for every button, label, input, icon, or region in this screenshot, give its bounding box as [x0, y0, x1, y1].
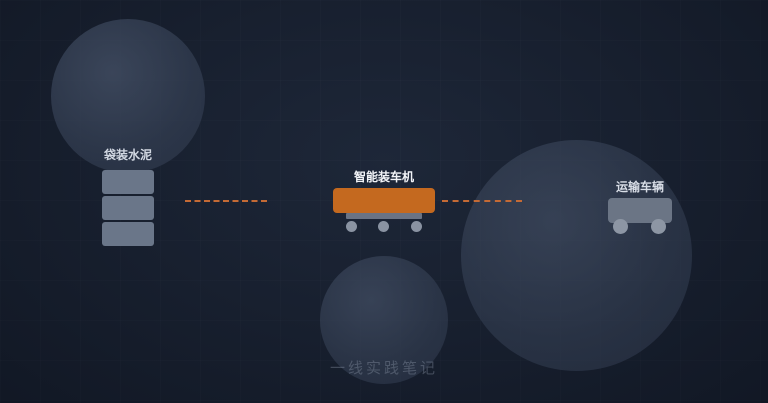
watermark: 一线实践笔记 — [329, 359, 439, 377]
cement-label: 袋装水泥 — [103, 148, 153, 162]
loader-wheel — [411, 221, 422, 232]
cement-bag — [102, 170, 154, 194]
connector-cement-to-loader — [185, 200, 267, 202]
backdrop-circle-bottom — [320, 256, 448, 384]
truck-body — [608, 198, 672, 223]
cement-bag — [102, 196, 154, 220]
loader-label: 智能装车机 — [353, 170, 415, 184]
truck-wheel — [613, 219, 628, 234]
backdrop-circle-left — [51, 19, 205, 173]
loader-base — [346, 213, 422, 219]
loader-body — [333, 188, 435, 213]
loader-wheel — [346, 221, 357, 232]
cement-bag — [102, 222, 154, 246]
truck-label: 运输车辆 — [615, 180, 665, 194]
truck-wheel — [651, 219, 666, 234]
backdrop-circle-right — [461, 140, 692, 371]
connector-loader-to-truck — [442, 200, 522, 202]
loader-wheel — [378, 221, 389, 232]
